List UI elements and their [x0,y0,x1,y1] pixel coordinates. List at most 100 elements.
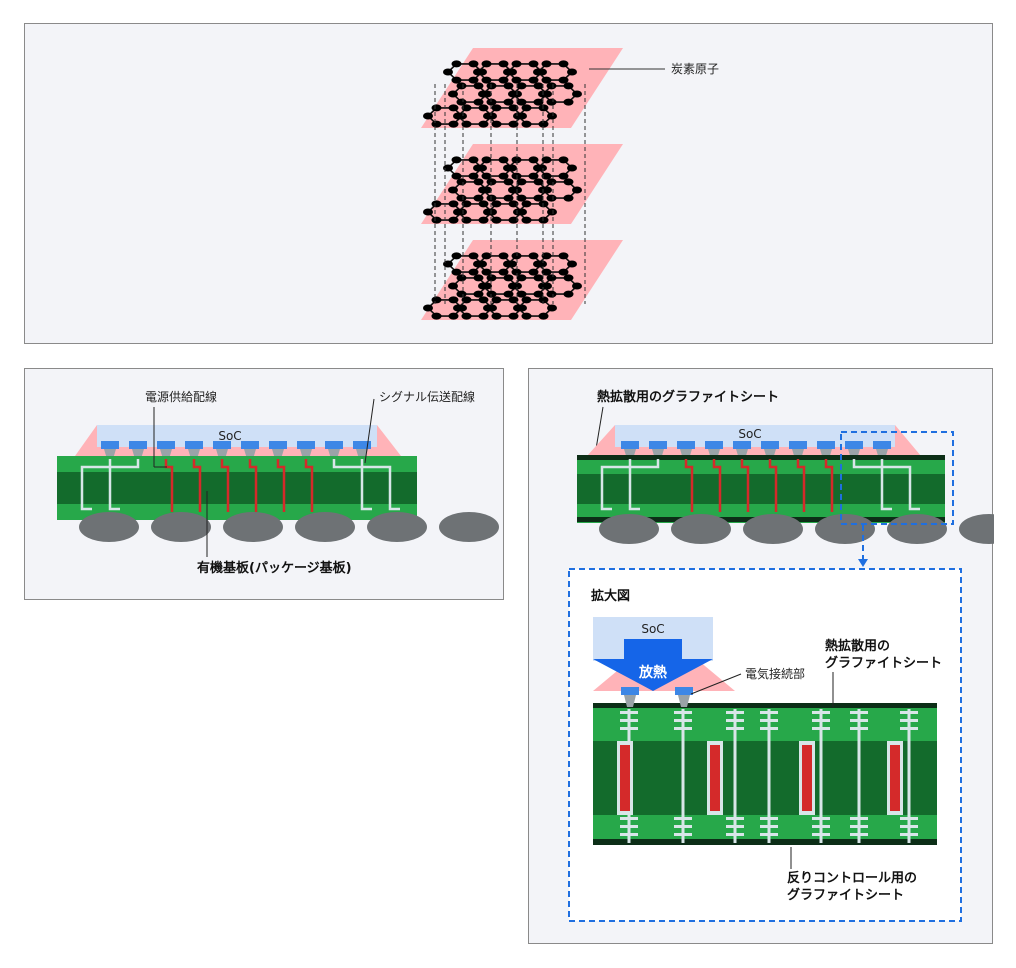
carbon-atom [503,178,514,186]
carbon-atom [546,290,557,298]
carbon-atom [508,216,519,224]
carbon-atom [448,282,458,290]
carbon-atom [563,82,574,90]
carbon-atom [541,156,552,164]
organic-substrate-panel: SoC 電源供給配線 シグナル伝送配線 有機基板(パッケージ基板) [24,368,504,600]
carbon-atom [521,216,532,224]
power-wire [768,459,778,512]
carbon-atom-label: 炭素原子 [671,62,719,76]
carbon-atom [538,296,549,304]
carbon-atom [563,98,574,106]
zoom-sheet-label-1: 熱拡散用の [825,638,890,654]
carbon-atom [521,120,532,128]
zoom-pad [675,687,693,695]
carbon-atom [468,60,479,68]
carbon-atom [478,312,489,320]
carbon-atom [516,194,527,202]
solder-ball [367,512,427,542]
solder-ball [887,514,947,544]
zoom-graphite-bottom [593,839,937,845]
carbon-atom [481,268,492,276]
carbon-atom [478,296,489,304]
pad [845,441,863,449]
carbon-atom [481,156,492,164]
carbon-atom [478,90,488,98]
carbon-atom [521,104,532,112]
signal-wire [628,459,660,511]
carbon-atom [533,98,544,106]
power-wire [304,459,314,512]
carbon-atom [508,296,519,304]
carbon-atom [572,186,582,194]
carbon-atom [558,156,569,164]
carbon-atom [563,194,574,202]
carbon-atom [508,104,519,112]
carbon-atom [508,200,519,208]
carbon-atom [533,68,543,76]
heat-arrow [593,639,713,691]
carbon-atom [448,120,459,128]
carbon-atom [521,200,532,208]
carbon-atom [533,290,544,298]
substrate-cross-section: SoC 電源供給配線 シグナル伝送配線 有機基板(パッケージ基板) [57,389,499,576]
carbon-atom [456,290,467,298]
carbon-atom [468,76,479,84]
power-via [620,745,630,811]
carbon-atom [468,156,479,164]
carbon-atom [508,90,518,98]
via [681,709,685,843]
carbon-atom [528,76,539,84]
carbon-atom [473,68,483,76]
solder-ball [439,512,499,542]
carbon-atom [511,60,522,68]
via [733,709,737,843]
carbon-atom [498,60,509,68]
carbon-atom [567,68,577,76]
carbon-atom [423,112,433,120]
carbon-atom [481,76,492,84]
carbon-atom [538,120,549,128]
carbon-atom [498,252,509,260]
carbon-atom [513,112,523,120]
zoom-pad [621,687,639,695]
carbon-atom [451,156,462,164]
carbon-atom [491,296,502,304]
heat-label: 放熱 [638,664,667,681]
carbon-atom [498,268,509,276]
carbon-atom [533,82,544,90]
signal-wire [600,459,632,511]
warp-label-2: グラファイトシート [787,887,904,903]
pad [241,441,259,449]
carbon-atom [498,156,509,164]
carbon-atom [503,290,514,298]
pad [733,441,751,449]
carbon-atom [563,178,574,186]
pad [185,441,203,449]
carbon-atom [461,312,472,320]
pad [873,441,891,449]
carbon-atom [546,194,557,202]
carbon-atom [516,82,527,90]
zoom-sheet-label-2: グラファイトシート [825,655,942,671]
carbon-atom [473,98,484,106]
power-wire [164,459,174,512]
carbon-atom [448,90,458,98]
carbon-atom [486,274,497,282]
carbon-atom [478,104,489,112]
carbon-atom [473,194,484,202]
signal-wire [80,459,112,511]
via [857,709,861,843]
carbon-atom [478,120,489,128]
carbon-atom [558,268,569,276]
carbon-atom [528,172,539,180]
zoom-graphite-top [593,703,937,708]
power-wire [740,459,750,512]
substrate-core [57,472,417,504]
signal-wire [360,459,400,511]
carbon-atom [516,178,527,186]
carbon-atom [511,76,522,84]
power-wire [276,459,286,512]
carbon-atom [546,274,557,282]
carbon-atom [423,304,433,312]
pad [213,441,231,449]
